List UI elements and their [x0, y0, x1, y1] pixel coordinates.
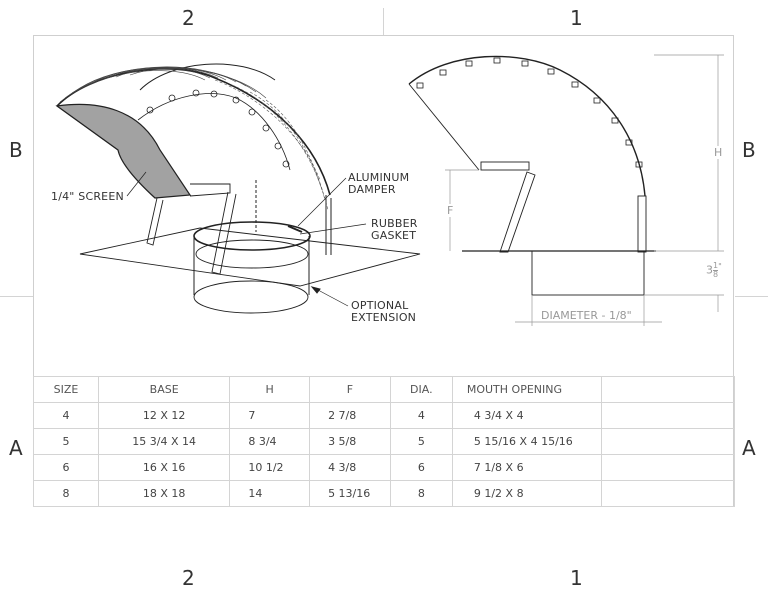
callout-extension-line2: EXTENSION	[351, 311, 417, 324]
cell-size: 4	[32, 402, 100, 429]
cell-base: 15 3/4 X 14	[98, 428, 231, 455]
dim-extension-unit: "	[718, 262, 722, 271]
dim-h-label: H	[714, 146, 723, 159]
cell-size: 5	[32, 428, 100, 455]
table-row: 6 16 X 16 10 1/2 4 3/8 6 7 1/8 X 6	[32, 454, 735, 481]
cell-blank	[601, 454, 735, 481]
cell-f: 5 13/16	[309, 480, 391, 507]
leader-gasket	[299, 223, 367, 235]
cell-h: 10 1/2	[229, 454, 311, 481]
header-base: BASE	[98, 376, 231, 403]
cell-h: 14	[229, 480, 311, 507]
callout-gasket: RUBBER GASKET	[371, 218, 418, 242]
drawing-frame	[33, 35, 734, 507]
zone-left-a: A	[9, 436, 23, 460]
cell-dia: 8	[389, 480, 453, 507]
cell-blank	[601, 480, 735, 507]
cell-dia: 5	[389, 428, 453, 455]
table-header-row: SIZE BASE H F DIA. MOUTH OPENING	[32, 376, 735, 403]
collar-top	[193, 221, 311, 251]
dim-extension-num: 1	[713, 261, 719, 271]
cell-f: 2 7/8	[309, 402, 391, 429]
callout-gasket-line1: RUBBER	[371, 217, 418, 230]
dim-extension-den: 8	[713, 270, 719, 279]
callout-extension: OPTIONAL EXTENSION	[351, 300, 416, 324]
cell-blank	[601, 428, 735, 455]
zone-divider-top	[383, 8, 384, 35]
zone-left-b: B	[9, 138, 23, 162]
zone-right-b: B	[742, 138, 756, 162]
zone-bottom-2: 2	[182, 566, 195, 590]
zone-divider-left	[0, 296, 33, 297]
leader-damper	[297, 177, 347, 227]
cell-mouth-opening: 4 3/4 X 4	[451, 402, 603, 429]
cell-h: 7	[229, 402, 311, 429]
cell-mouth-opening: 5 15/16 X 4 15/16	[451, 428, 603, 455]
header-f: F	[309, 376, 391, 403]
hood-arc-back	[139, 63, 276, 91]
cell-mouth-opening: 7 1/8 X 6	[451, 454, 603, 481]
base-plate	[79, 227, 421, 287]
table-row: 5 15 3/4 X 14 8 3/4 3 5/8 5 5 15/16 X 4 …	[32, 428, 735, 455]
callout-gasket-line2: GASKET	[371, 229, 417, 242]
callout-damper: ALUMINUM DAMPER	[348, 172, 409, 196]
header-mouth-opening: MOUTH OPENING	[451, 376, 603, 403]
side-extension	[531, 250, 645, 296]
zone-top-2: 2	[182, 6, 195, 30]
callout-damper-line1: ALUMINUM	[348, 171, 410, 184]
cell-base: 18 X 18	[98, 480, 231, 507]
dim-diameter: DIAMETER - 1/8"	[541, 309, 632, 322]
callout-screen: 1/4" SCREEN	[51, 190, 124, 203]
cell-f: 3 5/8	[309, 428, 391, 455]
dim-f-label: F	[447, 204, 454, 217]
header-dia: DIA.	[389, 376, 453, 403]
cell-blank	[601, 402, 735, 429]
cell-h: 8 3/4	[229, 428, 311, 455]
table-row: 4 12 X 12 7 2 7/8 4 4 3/4 X 4	[32, 402, 735, 429]
zone-top-1: 1	[570, 6, 583, 30]
callout-damper-line2: DAMPER	[348, 183, 396, 196]
screen-mesh	[55, 103, 192, 199]
leader-extension	[317, 289, 349, 307]
header-h: H	[229, 376, 311, 403]
cell-mouth-opening: 9 1/2 X 8	[451, 480, 603, 507]
cell-dia: 4	[389, 402, 453, 429]
header-blank	[601, 376, 735, 403]
cell-f: 4 3/8	[309, 454, 391, 481]
cell-size: 8	[32, 480, 100, 507]
dim-extension-whole: 3	[706, 263, 713, 277]
header-size: SIZE	[32, 376, 100, 403]
callout-extension-line1: OPTIONAL	[351, 299, 409, 312]
cell-base: 16 X 16	[98, 454, 231, 481]
spec-table: SIZE BASE H F DIA. MOUTH OPENING 4 12 X …	[32, 376, 735, 507]
table-row: 8 18 X 18 14 5 13/16 8 9 1/2 X 8	[32, 480, 735, 507]
zone-divider-right	[735, 296, 768, 297]
zone-bottom-1: 1	[570, 566, 583, 590]
cell-size: 6	[32, 454, 100, 481]
leader-screen	[126, 171, 147, 197]
collar-mid	[195, 239, 309, 269]
extension-bottom	[193, 280, 309, 314]
cell-base: 12 X 12	[98, 402, 231, 429]
cell-dia: 6	[389, 454, 453, 481]
side-hood-arc	[408, 55, 646, 197]
zone-right-a: A	[742, 436, 756, 460]
